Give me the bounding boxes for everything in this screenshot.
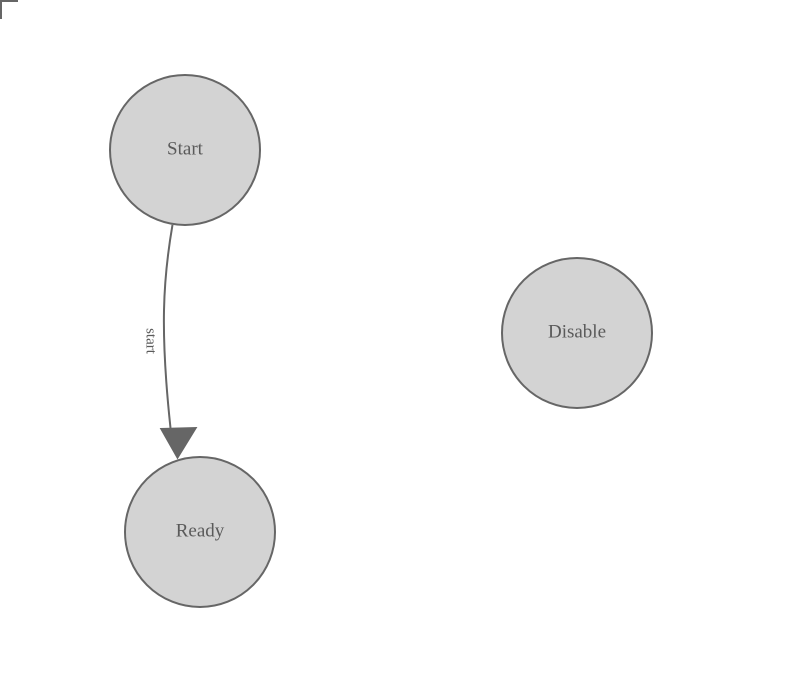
node-ready-circle[interactable] xyxy=(124,456,276,608)
node-ready[interactable]: Ready xyxy=(124,456,276,608)
edge-line xyxy=(162,224,174,429)
arrowhead-icon xyxy=(159,426,198,460)
edge-label-start: start xyxy=(143,328,159,355)
node-start-circle[interactable] xyxy=(109,74,261,226)
edge-start-to-ready[interactable]: start xyxy=(143,224,198,460)
crop-mark-top-left-icon xyxy=(0,0,18,19)
node-start[interactable]: Start xyxy=(109,74,261,226)
node-disable[interactable]: Disable xyxy=(501,257,653,409)
node-disable-circle[interactable] xyxy=(501,257,653,409)
node-ready-label: Ready xyxy=(176,520,225,541)
node-start-label: Start xyxy=(167,138,204,159)
node-disable-label: Disable xyxy=(548,321,606,342)
